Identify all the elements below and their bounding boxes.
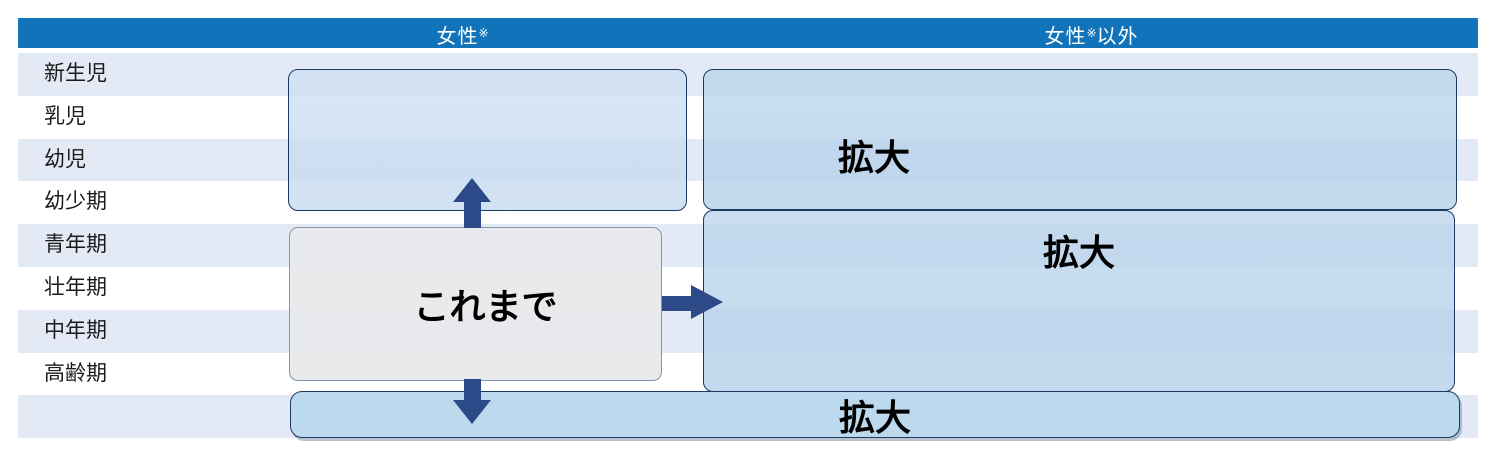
age-row-label: 乳児 (44, 104, 86, 128)
age-row-label: 青年期 (44, 233, 107, 257)
up-arrow-icon (453, 178, 492, 230)
reference-mark: ※ (1086, 26, 1097, 40)
column-header-non-female-suffix: 以外 (1096, 26, 1139, 48)
down-arrow-head (453, 400, 491, 424)
age-row-label: 壮年期 (44, 275, 107, 299)
age-row-label: 幼少期 (44, 190, 107, 214)
down-arrow-icon (453, 379, 492, 425)
age-row-label: 幼児 (44, 147, 86, 171)
box-expanded-middle: 拡大 (703, 210, 1455, 392)
column-header-non-female: 女性※以外 (705, 18, 1478, 48)
right-arrow-shaft (662, 296, 692, 311)
table-header-bar: 女性※ 女性※以外 (18, 18, 1478, 48)
down-arrow-shaft (464, 379, 481, 401)
column-header-non-female-prefix: 女性 (1044, 26, 1087, 48)
previous-scope-label: これまで (413, 286, 558, 327)
column-header-female-label: 女性 (436, 26, 479, 48)
right-arrow-head (691, 285, 723, 319)
column-header-female: 女性※ (220, 18, 705, 48)
age-row-label: 高齢期 (44, 361, 107, 385)
box-expanded-top: 拡大 (703, 69, 1457, 210)
up-arrow-head (453, 178, 491, 202)
box-previous-scope: これまで (289, 227, 662, 381)
up-arrow-shaft (464, 201, 481, 228)
right-arrow-icon (662, 285, 723, 319)
reference-mark: ※ (478, 26, 489, 40)
expand-label-top: 拡大 (837, 137, 910, 178)
age-row-label: 新生児 (44, 62, 107, 85)
age-row-label: 中年期 (44, 318, 107, 342)
expand-label-bottom: 拡大 (838, 396, 911, 438)
expand-label-middle: 拡大 (1042, 232, 1115, 273)
